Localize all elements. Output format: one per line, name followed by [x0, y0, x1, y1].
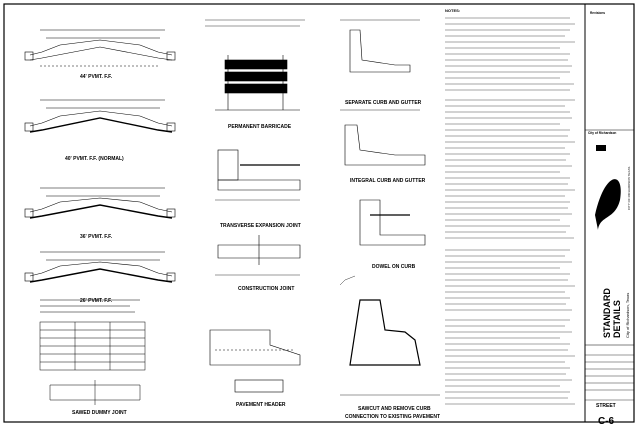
barricade-detail — [205, 19, 305, 111]
section-40 — [24, 99, 176, 133]
caption-expansion-joint: TRANSVERSE EXPANSION JOINT — [220, 223, 301, 229]
section-36 — [24, 187, 176, 219]
caption-barricade: PERMANENT BARRICADE — [228, 124, 292, 130]
drawing-title-standard: STANDARD — [602, 288, 612, 338]
sheet-title: STREET — [596, 403, 616, 409]
sheet-number: C-6 — [598, 416, 615, 426]
city-logo-icon — [595, 179, 621, 230]
caption-integral-curb: INTEGRAL CURB AND GUTTER — [350, 178, 426, 184]
seal-text: CITY OF RICHARDSON TEXAS — [627, 167, 631, 210]
caption-26-pvmt: 26' PVMT. F.F. — [80, 298, 113, 304]
caption-40-pvmt: 40' PVMT. F.F. (NORMAL) — [65, 156, 124, 162]
separate-curb-detail — [340, 19, 420, 73]
integral-curb-detail — [340, 109, 426, 166]
curb-details — [339, 19, 440, 396]
caption-44-pvmt: 44' PVMT. F.F. — [80, 74, 113, 80]
caption-sawcut: SAWCUT AND REMOVE CURB — [358, 406, 431, 412]
pavement-header-detail — [209, 329, 301, 393]
section-44 — [24, 29, 176, 67]
caption-connection: CONNECTION TO EXISTING PAVEMENT — [345, 414, 440, 420]
expansion-joint-detail — [215, 149, 301, 201]
drawing-title-details: DETAILS — [612, 300, 622, 338]
caption-dowel: DOWEL ON CURB — [372, 264, 416, 270]
revisions-label: Revisions — [590, 11, 605, 15]
caption-sawed-joint: SAWED DUMMY JOINT — [72, 410, 127, 416]
city-line: City of Richardson, Texas — [625, 293, 630, 338]
sawcut-detail — [339, 275, 440, 396]
org-name: City of Richardson — [588, 131, 616, 135]
caption-layer: 44' PVMT. F.F. 40' PVMT. F.F. (NORMAL) 3… — [65, 11, 631, 427]
notes-heading: NOTES: — [445, 8, 460, 13]
sheet-border — [3, 3, 635, 423]
construction-joint-detail — [215, 235, 301, 276]
general-notes — [445, 17, 575, 405]
middle-details — [205, 19, 305, 393]
title-block — [584, 4, 634, 422]
section-26 — [24, 251, 176, 283]
seal-stamp-icon — [596, 145, 606, 151]
left-notes-table — [39, 299, 146, 405]
caption-36-pvmt: 36' PVMT. F.F. — [80, 234, 113, 240]
pavement-sections — [24, 29, 176, 405]
dowel-detail — [359, 199, 426, 246]
caption-pavement-header: PAVEMENT HEADER — [236, 402, 286, 408]
caption-separate-curb: SEPARATE CURB AND GUTTER — [345, 100, 422, 106]
caption-construction-joint: CONSTRUCTION JOINT — [238, 286, 294, 292]
